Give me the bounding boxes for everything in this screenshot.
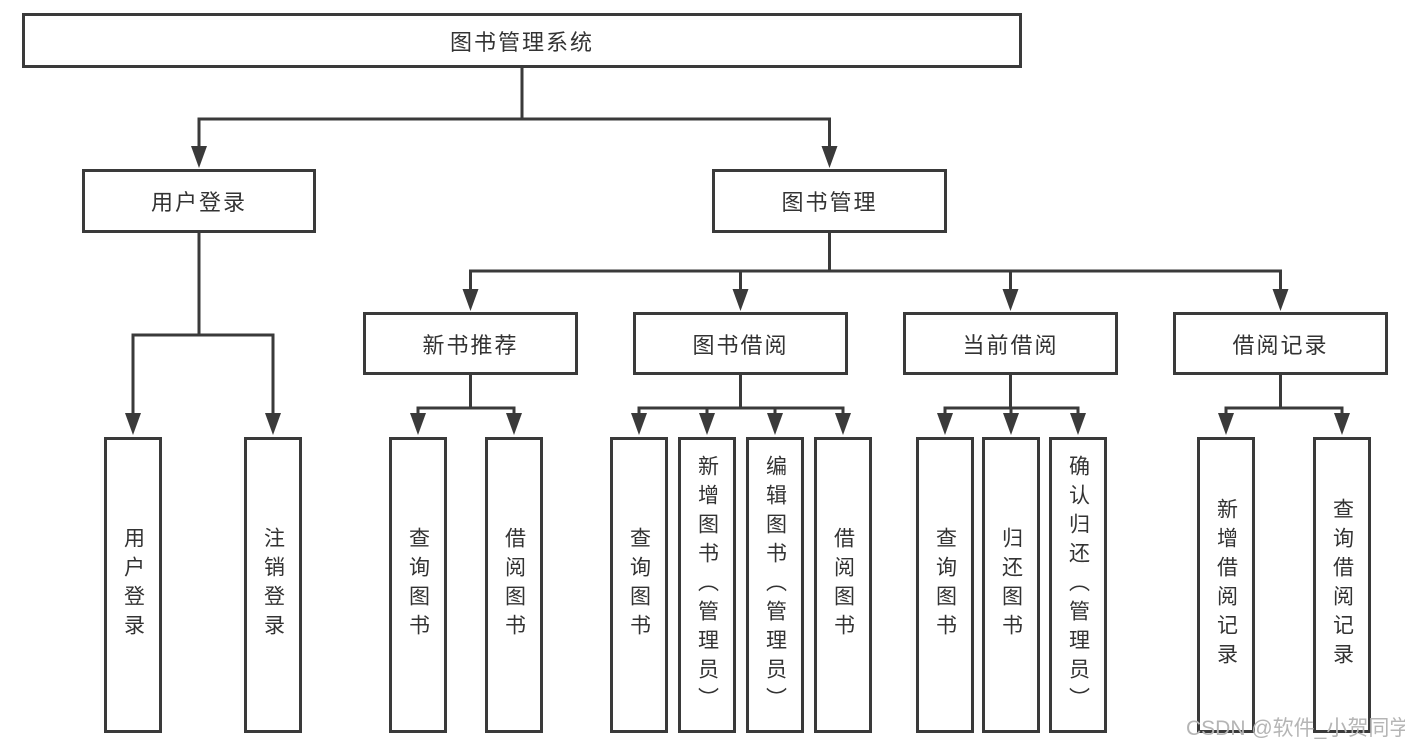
leaf-cb-return-book-label: 归还图书 xyxy=(999,527,1023,643)
leaf-bb-edit-book-admin-label: 编辑图书（管理员） xyxy=(763,454,787,716)
node-root-label: 图书管理系统 xyxy=(449,29,594,55)
node-borrow-records-label: 借阅记录 xyxy=(1232,332,1329,358)
leaf-bb-query-book: 查询图书 xyxy=(610,437,668,733)
arrow-down-icon xyxy=(1334,413,1350,435)
arrow-down-icon xyxy=(125,413,141,435)
leaf-nb-query-book-label: 查询图书 xyxy=(406,527,430,643)
arrow-down-icon xyxy=(821,146,838,168)
connector-user-login xyxy=(131,233,275,417)
leaf-cb-return-book: 归还图书 xyxy=(982,437,1040,733)
leaf-br-query-record-label: 查询借阅记录 xyxy=(1330,498,1354,672)
arrow-down-icon xyxy=(462,289,479,311)
leaf-user-login: 用户登录 xyxy=(104,437,162,733)
arrow-down-icon xyxy=(767,413,783,435)
leaf-nb-query-book: 查询图书 xyxy=(389,437,447,733)
arrow-down-icon xyxy=(506,413,522,435)
connector-new-book xyxy=(416,375,516,418)
arrow-down-icon xyxy=(1272,289,1289,311)
arrow-down-icon xyxy=(699,413,715,435)
node-borrow-records: 借阅记录 xyxy=(1173,312,1388,375)
connector-borrow-records xyxy=(1224,375,1344,418)
leaf-bb-query-book-label: 查询图书 xyxy=(627,527,651,643)
connector-book-mgmt xyxy=(469,233,1282,294)
node-current-borrow: 当前借阅 xyxy=(903,312,1118,375)
leaf-nb-borrow-book: 借阅图书 xyxy=(485,437,543,733)
node-book-management-label: 图书管理 xyxy=(781,190,878,215)
arrow-down-icon xyxy=(265,413,281,435)
leaf-bb-add-book-admin-label: 新增图书（管理员） xyxy=(695,454,719,716)
connector-root xyxy=(197,67,831,150)
arrow-down-icon xyxy=(1070,413,1086,435)
node-user-login: 用户登录 xyxy=(82,169,316,233)
leaf-nb-borrow-book-label: 借阅图书 xyxy=(502,527,526,643)
node-new-book-recommend-label: 新书推荐 xyxy=(422,332,519,358)
leaf-bb-borrow-book-label: 借阅图书 xyxy=(831,527,855,643)
leaf-bb-add-book-admin: 新增图书（管理员） xyxy=(678,437,736,733)
arrow-down-icon xyxy=(410,413,426,435)
leaf-logout: 注销登录 xyxy=(244,437,302,733)
leaf-br-add-record-label: 新增借阅记录 xyxy=(1214,498,1238,672)
node-user-login-label: 用户登录 xyxy=(150,190,247,215)
leaf-cb-confirm-return-admin-label: 确认归还（管理员） xyxy=(1066,454,1090,716)
node-current-borrow-label: 当前借阅 xyxy=(962,332,1059,358)
node-root: 图书管理系统 xyxy=(22,13,1022,68)
arrow-down-icon xyxy=(1218,413,1234,435)
arrow-down-icon xyxy=(1003,413,1019,435)
arrow-down-icon xyxy=(732,289,749,311)
arrow-down-icon xyxy=(191,146,207,168)
leaf-br-add-record: 新增借阅记录 xyxy=(1197,437,1255,733)
arrowhead-icons xyxy=(125,146,1350,435)
leaf-cb-query-book-label: 查询图书 xyxy=(933,527,957,643)
connector-book-borrow xyxy=(637,375,845,418)
leaf-bb-borrow-book: 借阅图书 xyxy=(814,437,872,733)
leaf-cb-query-book: 查询图书 xyxy=(916,437,974,733)
node-new-book-recommend: 新书推荐 xyxy=(363,312,578,375)
node-book-management: 图书管理 xyxy=(712,169,947,233)
leaf-bb-edit-book-admin: 编辑图书（管理员） xyxy=(746,437,804,733)
connector-current-borrow xyxy=(943,375,1080,418)
leaf-cb-confirm-return-admin: 确认归还（管理员） xyxy=(1049,437,1107,733)
watermark-text: CSDN @软件_小贺同学 xyxy=(1186,717,1405,740)
leaf-logout-label: 注销登录 xyxy=(261,527,285,643)
arrow-down-icon xyxy=(1002,289,1019,311)
leaf-br-query-record: 查询借阅记录 xyxy=(1313,437,1371,733)
arrow-down-icon xyxy=(835,413,851,435)
node-book-borrow-label: 图书借阅 xyxy=(692,332,789,358)
arrow-down-icon xyxy=(631,413,647,435)
node-book-borrow: 图书借阅 xyxy=(633,312,848,375)
leaf-user-login-label: 用户登录 xyxy=(121,527,145,643)
arrow-down-icon xyxy=(937,413,953,435)
